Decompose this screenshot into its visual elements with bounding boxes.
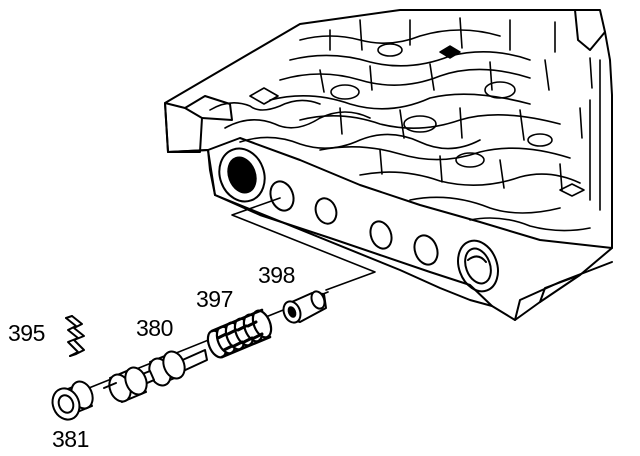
spring-seat-part — [282, 290, 327, 324]
bore-plug-part — [51, 380, 94, 421]
port-large-left — [218, 147, 266, 203]
port-large-right — [457, 239, 499, 293]
spring-part — [206, 308, 273, 359]
callout-397: 397 — [196, 286, 233, 312]
valve-part — [103, 349, 208, 403]
callout-395: 395 — [8, 320, 45, 346]
valve-body — [164, 9, 613, 321]
callout-398: 398 — [258, 262, 295, 288]
retainer-clip-part — [65, 315, 85, 357]
callout-380: 380 — [136, 315, 173, 341]
callout-381: 381 — [52, 426, 89, 452]
